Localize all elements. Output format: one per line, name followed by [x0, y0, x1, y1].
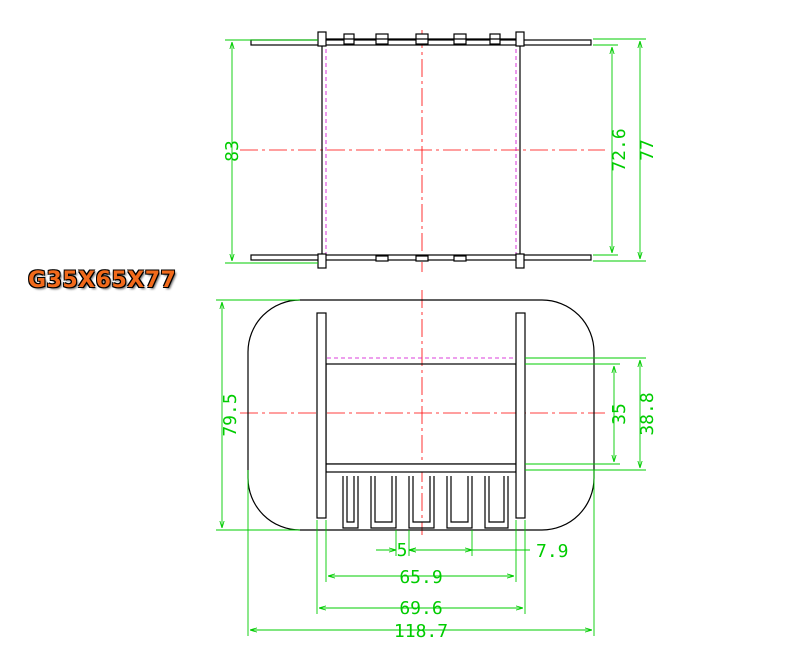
dim-77-label: 77 — [637, 139, 658, 161]
dim-69-6-label: 69.6 — [399, 598, 442, 619]
front-view-pin — [370, 476, 397, 529]
dim-35-label: 35 — [609, 403, 630, 425]
front-view-outline — [247, 299, 595, 531]
dim-7-9-label: 7.9 — [536, 541, 569, 562]
dim-72-6-label: 72.6 — [609, 128, 630, 171]
part-title: G35X65X77 — [28, 268, 177, 293]
top-view-pin — [453, 255, 467, 262]
dim-118-7-label: 118.7 — [394, 621, 448, 642]
front-view-pin — [484, 476, 509, 529]
dim-79-5-label: 79.5 — [220, 393, 241, 436]
top-view-pin — [415, 255, 429, 262]
front-view-plate-left — [316, 312, 327, 519]
dim-5-label: 5 — [397, 540, 408, 561]
top-view-pin — [515, 31, 525, 47]
front-view-pin — [342, 476, 359, 529]
dim-65-9-label: 65.9 — [399, 567, 442, 588]
front-view-core-base — [325, 463, 517, 473]
front-view-pin — [408, 476, 435, 529]
front-view-pin — [446, 476, 473, 529]
top-view: 83 72.6 77 — [222, 30, 658, 272]
top-view-pin — [317, 31, 327, 47]
front-view-plate-right — [515, 312, 526, 519]
dim-38-8-label: 38.8 — [637, 392, 658, 435]
top-view-pin — [317, 253, 327, 269]
dim-83-label: 83 — [222, 140, 243, 162]
top-view-pin — [375, 255, 389, 262]
top-view-pin — [515, 253, 525, 269]
front-view-core — [325, 363, 517, 465]
front-view: 79.5 35 38.8 5 7.9 65.9 69.6 — [216, 290, 658, 642]
front-view-hidden-bore — [319, 357, 521, 471]
